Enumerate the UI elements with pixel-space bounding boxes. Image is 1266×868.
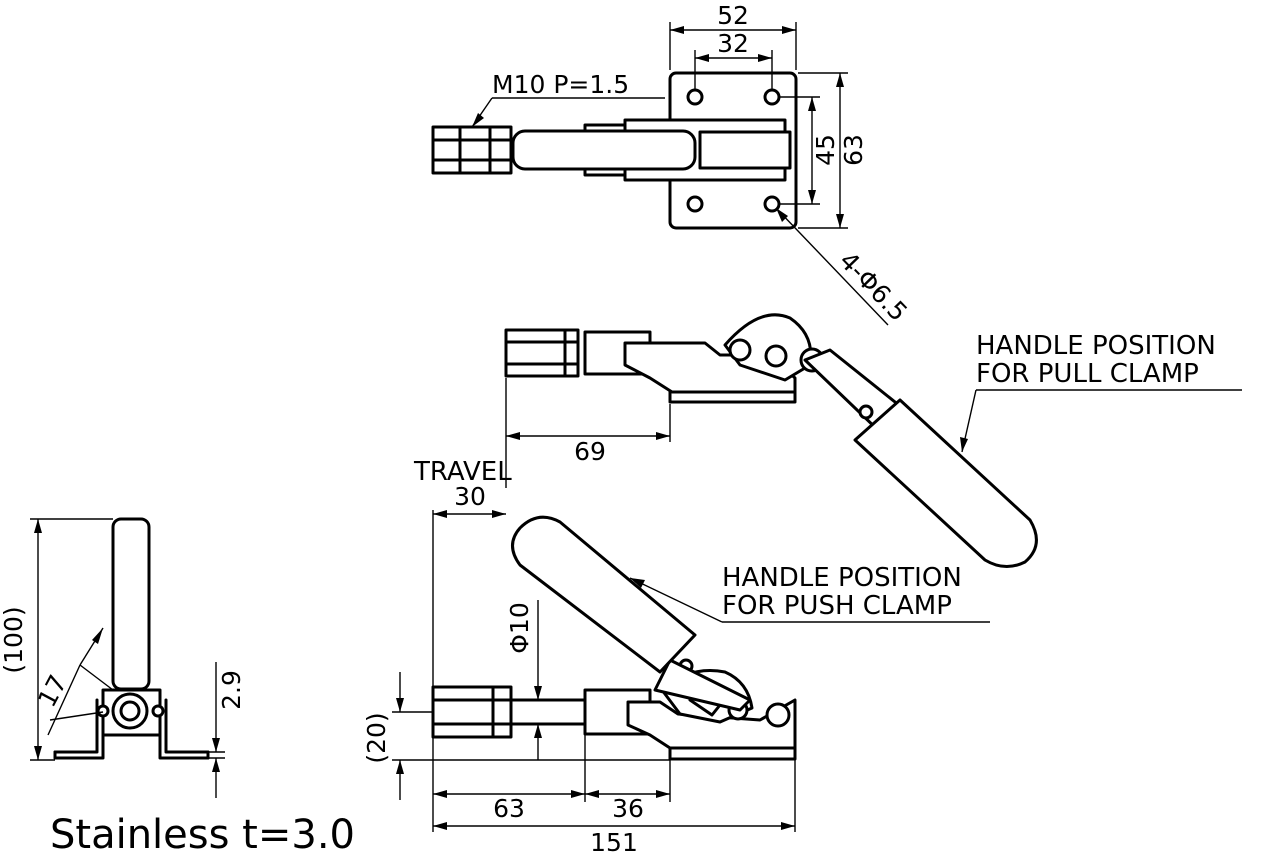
side-view-pull: 69 HANDLE POSITION FOR PULL CLAMP: [504, 313, 1242, 568]
pivot-pin: [764, 344, 788, 368]
side-view-push: HANDLE POSITION FOR PUSH CLAMP Φ10 (20) …: [362, 515, 990, 857]
dim-height-inner: 45: [811, 134, 840, 166]
pull-note-line1: HANDLE POSITION: [976, 331, 1216, 361]
travel-dimension: TRAVEL 30: [413, 457, 512, 690]
push-rod: [509, 698, 588, 726]
dim-height: (20): [362, 712, 391, 763]
top-view-handle: [511, 129, 697, 171]
material-note: Stainless t=3.0: [50, 812, 355, 858]
thread-spec: M10 P=1.5: [492, 70, 629, 99]
pivot-pin: [765, 702, 791, 728]
dim-rod-diameter: Φ10: [505, 602, 534, 654]
pull-handle-grip: [853, 398, 1038, 568]
dim-reach: 69: [574, 437, 606, 466]
mount-hole: [686, 195, 704, 213]
dim-width-inner: 32: [717, 29, 749, 58]
push-note-line2: FOR PUSH CLAMP: [722, 591, 952, 621]
holes-spec: 4-Φ6.5: [834, 246, 913, 327]
dim-width-outer: 52: [717, 1, 749, 30]
push-note-line1: HANDLE POSITION: [722, 563, 962, 593]
push-body: [626, 698, 797, 750]
top-view-hex-nut: [431, 125, 513, 175]
travel-value: 30: [454, 482, 486, 511]
dim-height-outer: 63: [839, 134, 868, 166]
mount-hole: [763, 195, 781, 213]
dim-36: 36: [612, 794, 644, 823]
pull-note-line2: FOR PULL CLAMP: [976, 359, 1199, 389]
mount-hole: [686, 88, 704, 106]
push-handle-arm: [653, 658, 752, 712]
dim-63: 63: [493, 794, 525, 823]
pivot-pin: [728, 338, 752, 362]
front-handle: [111, 517, 151, 691]
front-view: (100) 17 2.9: [0, 517, 246, 798]
pull-hex-nut: [504, 328, 580, 378]
push-hex-nut: [431, 685, 513, 739]
top-view-linkage: [698, 130, 792, 170]
dim-thickness: 2.9: [217, 670, 246, 710]
top-view: 52 32 63 45 M10 P=1.5 4-Φ6.5: [431, 1, 913, 327]
front-nut-inner: [119, 700, 141, 722]
mount-hole: [763, 88, 781, 106]
travel-label: TRAVEL: [413, 457, 512, 487]
dim-overall-length: 151: [590, 828, 638, 857]
push-handle-grip: [511, 515, 697, 674]
dim-front-height: (100): [0, 606, 28, 673]
